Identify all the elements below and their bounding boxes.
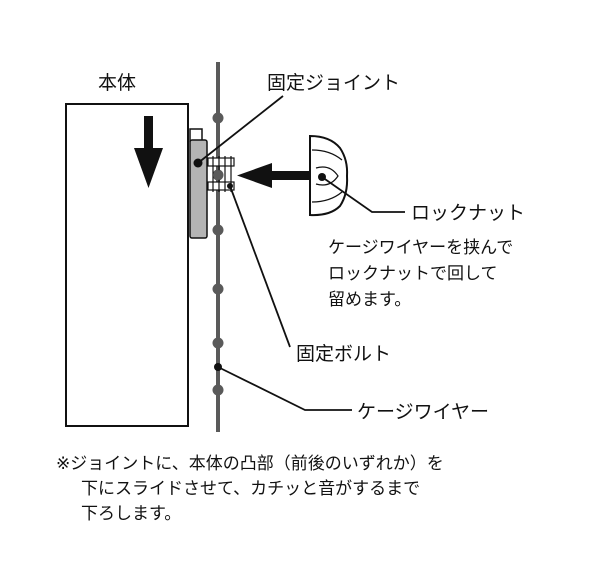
label-cage-wire: ケージワイヤー [357, 401, 489, 423]
lock-nut-note-line: ロックナットで回して [328, 264, 498, 284]
label-body: 本体 [98, 72, 136, 94]
label-fixed-joint: 固定ジョイント [267, 72, 400, 94]
label-lock-nut: ロックナット [411, 202, 525, 224]
cage-wire [212, 62, 224, 432]
footnote-line: ※ジョイントに、本体の凸部（前後のいずれか）を [56, 454, 444, 474]
fixed-joint [189, 128, 208, 239]
lock-nut-note-line: 留めます。 [328, 290, 411, 310]
label-fixed-bolt: 固定ボルト [296, 343, 391, 365]
lock-nut [309, 134, 349, 217]
footnote-line: 下ろします。 [81, 504, 181, 524]
leader-lines [197, 95, 405, 411]
down-arrow-icon [134, 116, 163, 188]
lock-nut-note-line: ケージワイヤーを挟んで [328, 238, 513, 258]
fixed-bolt [207, 156, 235, 192]
left-arrow-icon [237, 163, 310, 188]
main-body [65, 103, 189, 427]
footnote-line: 下にスライドさせて、カチッと音がするまで [81, 479, 420, 499]
cage-wire-point [214, 363, 222, 371]
